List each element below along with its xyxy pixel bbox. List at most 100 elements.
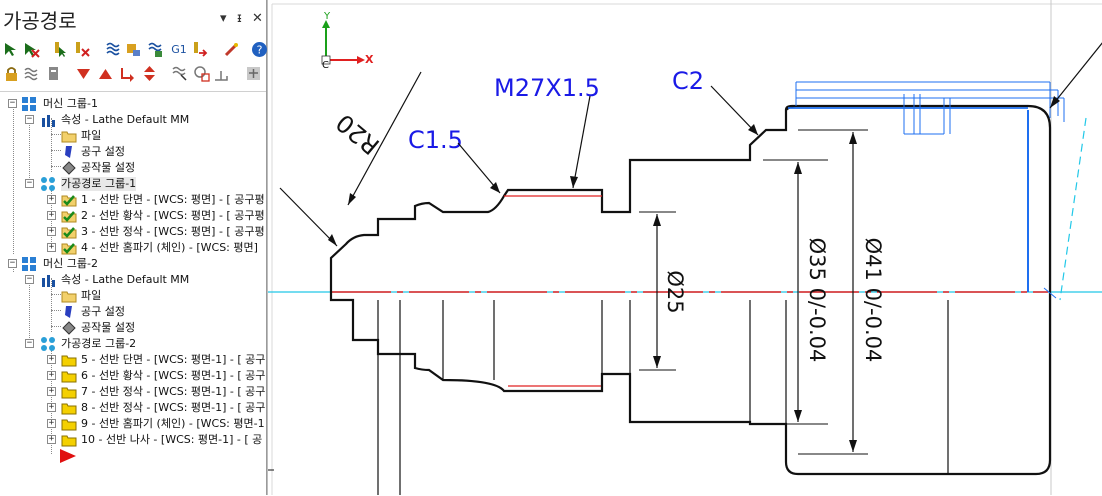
toolpath-manager-panel: 가공경로 ▾ ᵻ ✕ G1 ? [0, 0, 267, 495]
tree-item-operation[interactable]: + 7 - 선반 정삭 - [WCS: 평면-1] - [ 공구 [0, 384, 266, 400]
tree-item-label: 3 - 선반 정삭 - [WCS: 평면] - [ 공구평 [81, 225, 265, 238]
tree-item-machine-group-2[interactable]: − 머신 그룹-2 [0, 256, 266, 272]
select-all-operations-icon[interactable] [2, 40, 21, 59]
graphics-viewport[interactable]: Y X C Ø25 [267, 0, 1102, 495]
move-down-icon[interactable] [74, 64, 93, 83]
expand-toggle[interactable]: + [47, 242, 56, 252]
tree-item-label: 5 - 선반 단면 - [WCS: 평면-1] - [ 공구 [81, 353, 266, 366]
expand-toggle[interactable]: + [47, 210, 56, 220]
tree-item-label: 가공경로 그룹-1 [61, 177, 137, 191]
tree-item-files-1[interactable]: 파일 [0, 128, 266, 144]
expand-toggle[interactable]: + [47, 386, 56, 396]
tree-item-tool-settings-2[interactable]: 공구 설정 [0, 304, 266, 320]
operation-folder-icon [61, 352, 77, 368]
scroll-to-icon[interactable] [140, 64, 159, 83]
highfeed-icon[interactable] [222, 40, 241, 59]
tree-item-operation[interactable]: + 2 - 선반 황삭 - [WCS: 평면] - [ 공구평 [0, 208, 266, 224]
panel-pin-button[interactable]: ᵻ [237, 11, 242, 26]
tree-item-operation[interactable]: + 4 - 선반 홈파기 (체인) - [WCS: 평면] [0, 240, 266, 256]
tree-item-label: 공작물 설정 [81, 321, 136, 334]
collapse-toggle[interactable]: − [25, 338, 34, 348]
help-icon[interactable]: ? [250, 40, 269, 59]
dimension-diameter-35: Ø35 0/-0.04 [805, 238, 829, 363]
g1-icon[interactable]: G1 [171, 43, 187, 56]
insert-arrow-marker[interactable] [0, 448, 266, 464]
tree-item-label: 속성 - Lathe Default MM [61, 113, 190, 126]
regenerate-all-icon[interactable] [104, 40, 123, 59]
tree-item-label: 1 - 선반 단면 - [WCS: 평면] - [ 공구평 [81, 193, 265, 206]
tree-item-label: 공구 설정 [81, 305, 125, 318]
panel-titlebar: 가공경로 ▾ ᵻ ✕ [0, 0, 266, 38]
operation-selected-folder-icon [61, 240, 77, 256]
tree-item-operation[interactable]: + 8 - 선반 정삭 - [WCS: 평면-1] - [ 공구 [0, 400, 266, 416]
expand-toggle[interactable]: + [47, 226, 56, 236]
tree-item-operation[interactable]: + 10 - 선반 나사 - [WCS: 평면-1] - [ 공 [0, 432, 266, 448]
tree-item-label: 머신 그룹-1 [43, 97, 98, 110]
tree-item-machine-group-1[interactable]: − 머신 그룹-1 [0, 96, 266, 112]
tree-item-label: 속성 - Lathe Default MM [61, 273, 190, 286]
expand-toggle[interactable]: + [47, 418, 56, 428]
panel-menu-button[interactable]: ▾ [220, 11, 227, 26]
tree-item-toolpath-group-1[interactable]: − 가공경로 그룹-1 [0, 176, 266, 192]
toolbar-row-1: G1 ? [0, 38, 269, 62]
deselect-operations-icon[interactable] [22, 40, 41, 59]
tree-item-operation[interactable]: + 6 - 선반 황삭 - [WCS: 평면-1] - [ 공구 [0, 368, 266, 384]
collapse-toggle[interactable]: − [8, 98, 17, 108]
x-axis-label: X [365, 53, 374, 66]
backplot-icon[interactable] [146, 40, 165, 59]
select-toolpath-icon[interactable] [170, 64, 189, 83]
operation-folder-icon [61, 400, 77, 416]
svg-text:?: ? [257, 44, 263, 57]
operations-tree: − 머신 그룹-1 − 속성 - Lathe Default MM 파일 공구 … [0, 91, 266, 496]
tree-item-operation[interactable]: + 3 - 선반 정삭 - [WCS: 평면] - [ 공구평 [0, 224, 266, 240]
toggle-display-icon[interactable] [22, 64, 41, 83]
tree-item-label: 공구 설정 [81, 145, 125, 158]
tree-item-label: 2 - 선반 황삭 - [WCS: 평면] - [ 공구평 [81, 209, 265, 222]
tree-item-operation[interactable]: + 9 - 선반 홈파기 (체인) - [WCS: 평면-1 [0, 416, 266, 432]
tree-item-tool-settings-1[interactable]: 공구 설정 [0, 144, 266, 160]
stock-outline [795, 81, 1065, 135]
tree-item-operation[interactable]: + 1 - 선반 단면 - [WCS: 평면] - [ 공구평 [0, 192, 266, 208]
tree-item-stock-settings-1[interactable]: 공작물 설정 [0, 160, 266, 176]
lock-icon[interactable] [2, 64, 21, 83]
part-profile-lower [329, 292, 948, 476]
machine-group-icon [21, 96, 37, 112]
tree-item-label: 9 - 선반 홈파기 (체인) - [WCS: 평면-1 [81, 417, 265, 430]
tree-item-operation[interactable]: + 5 - 선반 단면 - [WCS: 평면-1] - [ 공구 [0, 352, 266, 368]
regenerate-dirty-icon[interactable] [124, 40, 143, 59]
post-selected-icon[interactable] [190, 40, 209, 59]
thread-label: M27X1.5 [494, 74, 600, 102]
collapse-toggle[interactable]: − [8, 258, 17, 268]
expand-toggle[interactable]: + [47, 402, 56, 412]
move-up-icon[interactable] [96, 64, 115, 83]
nc-output-icon[interactable] [244, 64, 263, 83]
collapse-toggle[interactable]: − [25, 274, 34, 284]
part-profile [329, 104, 1052, 476]
expand-toggle[interactable]: + [47, 434, 56, 444]
panel-title: 가공경로 [3, 9, 77, 33]
dimension-diameter-41: Ø41 0/-0.04 [861, 238, 885, 363]
toggle-posting-icon[interactable] [44, 64, 63, 83]
expand-toggle[interactable]: + [47, 194, 56, 204]
expand-toggle[interactable]: + [47, 370, 56, 380]
tree-item-label: 파일 [81, 289, 102, 302]
operation-folder-icon [61, 384, 77, 400]
operation-folder-icon [61, 416, 77, 432]
tree-item-properties-1[interactable]: − 속성 - Lathe Default MM [0, 112, 266, 128]
move-after-icon[interactable] [118, 64, 137, 83]
expand-toggle[interactable]: + [47, 354, 56, 364]
display-stock-icon[interactable] [192, 64, 211, 83]
tool-display-icon[interactable] [212, 64, 231, 83]
tree-item-properties-2[interactable]: − 속성 - Lathe Default MM [0, 272, 266, 288]
toolpath-group-icon [40, 336, 56, 352]
tree-item-files-2[interactable]: 파일 [0, 288, 266, 304]
folder-icon [61, 128, 77, 144]
deselect-dirty-icon[interactable] [72, 40, 91, 59]
panel-close-button[interactable]: ✕ [252, 11, 263, 26]
collapse-toggle[interactable]: − [25, 178, 34, 188]
select-dirty-operations-icon[interactable] [50, 40, 69, 59]
tree-item-toolpath-group-2[interactable]: − 가공경로 그룹-2 [0, 336, 266, 352]
collapse-toggle[interactable]: − [25, 114, 34, 124]
operation-folder-icon [61, 432, 77, 448]
tree-item-stock-settings-2[interactable]: 공작물 설정 [0, 320, 266, 336]
